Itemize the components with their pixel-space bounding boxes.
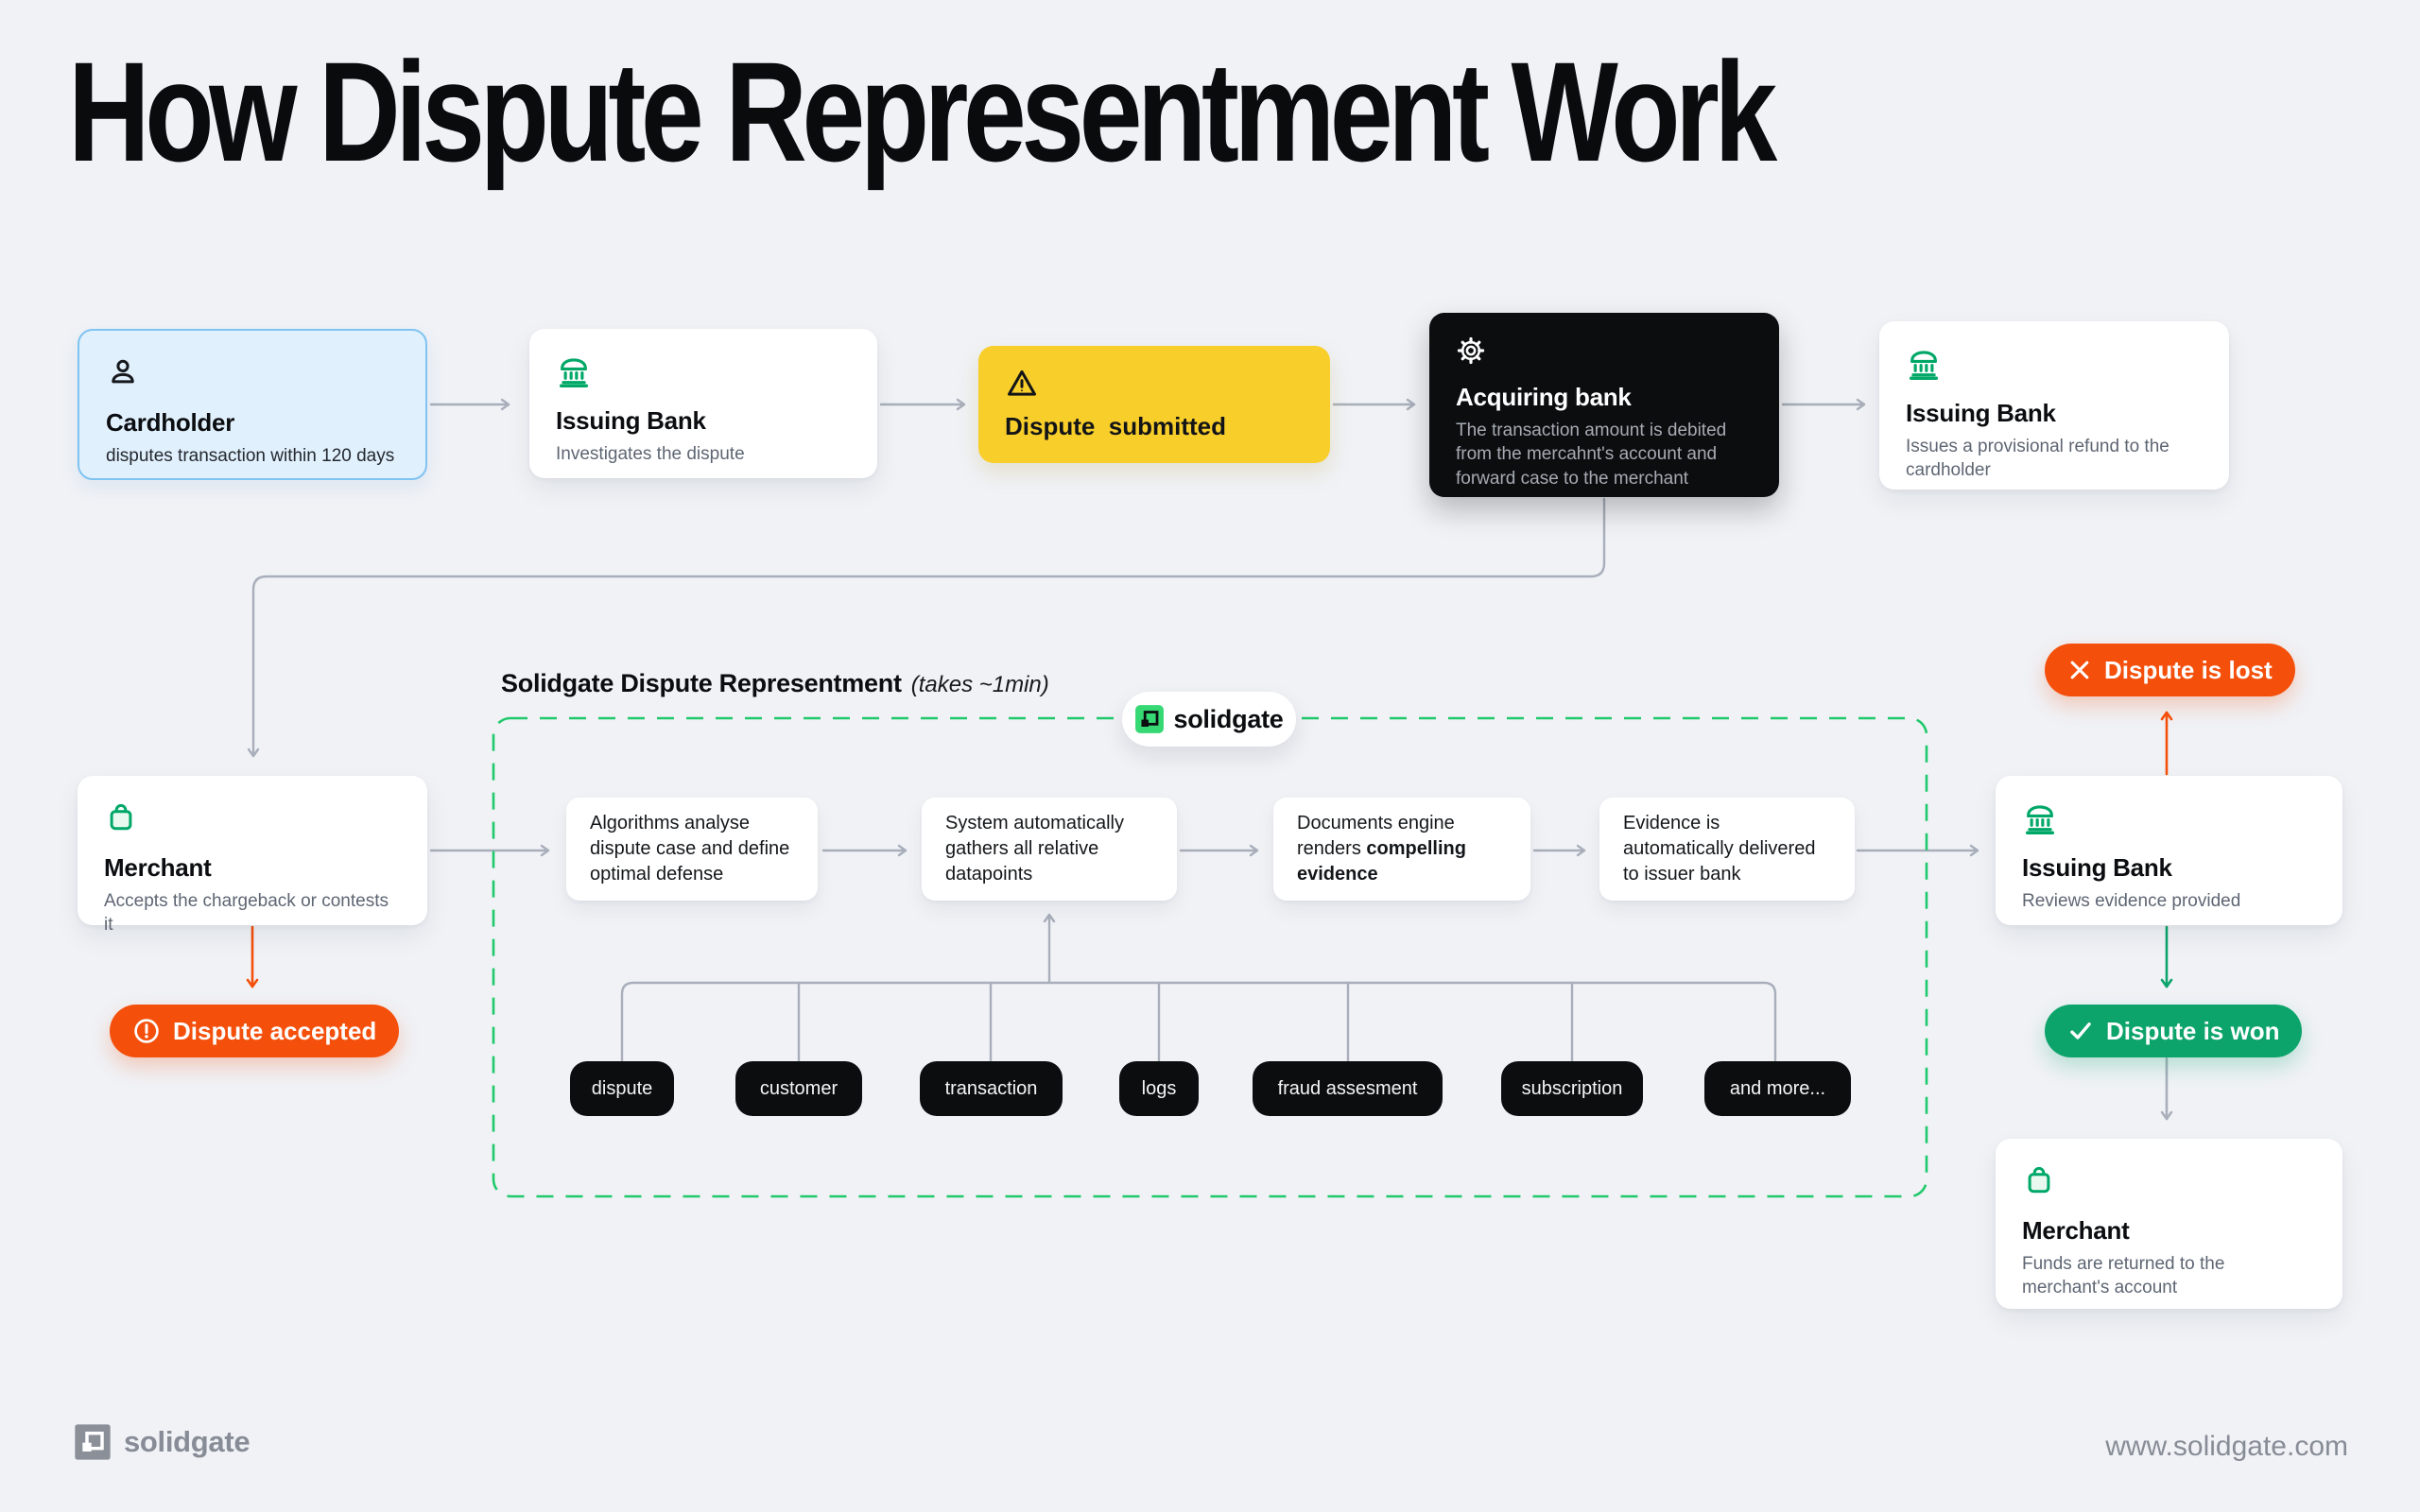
node-title: Merchant bbox=[104, 853, 212, 882]
node-issuing-bank-1: Issuing Bank Investigates the dispute bbox=[529, 329, 877, 478]
node-dispute-submitted: Dispute submitted bbox=[978, 346, 1330, 463]
badge-dispute-lost: Dispute is lost bbox=[2045, 644, 2295, 696]
gear-icon bbox=[1456, 335, 1753, 368]
node-subtitle: disputes transaction within 120 days bbox=[106, 446, 395, 466]
node-cardholder: Cardholder disputes transaction within 1… bbox=[78, 329, 427, 480]
node-subtitle: Funds are returned to the merchant's acc… bbox=[2022, 1254, 2225, 1298]
footer-url-link[interactable]: www.solidgate.com bbox=[2105, 1431, 2348, 1462]
node-subtitle: Reviews evidence provided bbox=[2022, 891, 2241, 911]
node-merchant-left: Merchant Accepts the chargeback or conte… bbox=[78, 776, 427, 935]
step-gather-datapoints: System automatically gathers all relativ… bbox=[922, 798, 1177, 901]
datapoint-pill-transaction: transaction bbox=[920, 1061, 1063, 1116]
badge-label: Dispute is won bbox=[2106, 1016, 2280, 1045]
datapoint-pill-subscription: subscription bbox=[1501, 1061, 1643, 1116]
brand-pill-label: solidgate bbox=[1173, 704, 1284, 733]
step-evidence-delivered: Evidence is automatically delivered to i… bbox=[1599, 798, 1855, 901]
representment-heading: Solidgate Dispute Representment (takes ~1… bbox=[501, 669, 1049, 698]
bag-icon bbox=[104, 800, 401, 833]
step-text: Evidence is automatically delivered to i… bbox=[1623, 813, 1816, 885]
page-title: How Dispute Representment Work bbox=[68, 32, 1777, 191]
x-icon bbox=[2067, 658, 2092, 682]
step-documents-engine: Documents engine renders compelling evid… bbox=[1273, 798, 1530, 901]
datapoint-pill-and-more: and more... bbox=[1704, 1061, 1851, 1116]
node-issuing-bank-3: Issuing Bank Reviews evidence provided bbox=[1996, 776, 2342, 925]
node-acquiring-bank: Acquiring bank The transaction amount is… bbox=[1429, 313, 1779, 497]
badge-dispute-accepted: Dispute accepted bbox=[110, 1005, 400, 1057]
step-text: System automatically gathers all relativ… bbox=[945, 813, 1124, 885]
representment-boundary bbox=[492, 716, 1928, 1198]
node-title: Issuing Bank bbox=[556, 406, 706, 435]
node-subtitle: Investigates the dispute bbox=[556, 444, 745, 464]
node-subtitle: Accepts the chargeback or contests it bbox=[104, 891, 389, 936]
badge-label: Dispute accepted bbox=[173, 1016, 377, 1045]
step-algorithms: Algorithms analyse dispute case and defi… bbox=[566, 798, 818, 901]
solidgate-logo-icon bbox=[74, 1423, 112, 1461]
solidgate-brand-pill: solidgate bbox=[1122, 692, 1296, 747]
datapoint-pill-dispute: dispute bbox=[570, 1061, 674, 1116]
bank-icon bbox=[2022, 800, 2316, 834]
bank-icon bbox=[1906, 346, 2203, 380]
warning-icon bbox=[1005, 367, 1304, 399]
node-subtitle: The transaction amount is debited from t… bbox=[1456, 421, 1727, 489]
node-subtitle: Issues a provisional refund to the cardh… bbox=[1906, 437, 2169, 481]
badge-dispute-won: Dispute is won bbox=[2045, 1005, 2303, 1057]
step-text: Documents engine renders compelling evid… bbox=[1297, 813, 1466, 885]
node-title: Issuing Bank bbox=[2022, 853, 2172, 882]
bag-icon bbox=[2022, 1163, 2316, 1195]
check-icon bbox=[2067, 1018, 2094, 1044]
node-title: Dispute submitted bbox=[1005, 412, 1227, 440]
bank-icon bbox=[556, 353, 851, 387]
datapoint-pill-customer: customer bbox=[735, 1061, 862, 1116]
node-title: Cardholder bbox=[106, 408, 235, 437]
node-title: Merchant bbox=[2022, 1216, 2130, 1245]
datapoint-pill-logs: logs bbox=[1119, 1061, 1199, 1116]
representment-heading-text: Solidgate Dispute Representment bbox=[501, 669, 902, 697]
representment-heading-note: (takes ~1min) bbox=[910, 672, 1049, 697]
node-issuing-bank-2: Issuing Bank Issues a provisional refund… bbox=[1879, 321, 2229, 490]
step-text: Algorithms analyse dispute case and defi… bbox=[590, 813, 790, 885]
node-title: Issuing Bank bbox=[1906, 399, 2056, 427]
footer-brand-label: solidgate bbox=[124, 1425, 251, 1458]
solidgate-logo-icon bbox=[1134, 704, 1165, 734]
exclamation-circle-icon bbox=[132, 1017, 161, 1045]
badge-label: Dispute is lost bbox=[2104, 655, 2273, 684]
footer-brand: solidgate bbox=[74, 1423, 251, 1461]
node-title: Acquiring bank bbox=[1456, 383, 1632, 411]
person-icon bbox=[106, 355, 399, 387]
datapoint-pill-fraud-assesment: fraud assesment bbox=[1253, 1061, 1443, 1116]
node-merchant-right: Merchant Funds are returned to the merch… bbox=[1996, 1139, 2342, 1309]
